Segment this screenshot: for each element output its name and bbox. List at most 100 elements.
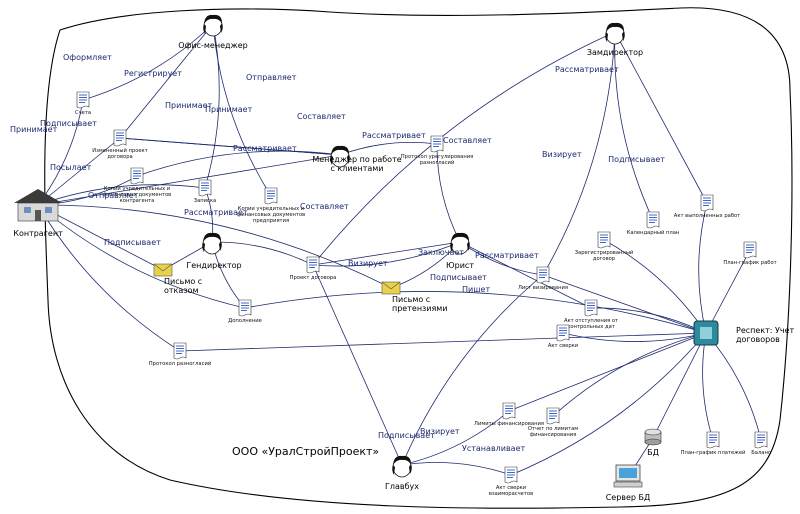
document-balans[interactable]: Баланс: [751, 431, 771, 456]
flow-arrow-respekt-zareg: [603, 239, 707, 334]
actor-office[interactable]: Офис-менеджер: [178, 14, 248, 50]
flow-label: Пишет: [462, 285, 490, 294]
flow-label: Составляет: [300, 202, 349, 211]
flow-label: Визирует: [420, 427, 460, 436]
flow-label: Визирует: [348, 259, 388, 268]
document-protorazn[interactable]: Протокол разногласий: [149, 342, 211, 367]
document-icon: [597, 231, 611, 249]
flow-arrow-manager-izmproj: [119, 136, 341, 156]
organization-boundary: [44, 7, 793, 509]
flow-arrow-kontr-zapiska: [37, 184, 206, 206]
flow-label: Устанавливает: [462, 444, 526, 453]
actor-label: Сервер БД: [606, 493, 651, 502]
flow-arrow-respekt-otchetlim: [552, 332, 707, 417]
actor-label: БД: [647, 448, 659, 457]
flow-arrow-office-izmproj: [119, 23, 214, 139]
flow-label: Принимает: [10, 125, 58, 134]
flow-arrow-lawyer-proekt: [312, 241, 461, 268]
document-label: Акт сверки: [548, 343, 578, 349]
document-zapiska[interactable]: Записка: [194, 179, 216, 204]
actor-label: Юрист: [446, 261, 474, 270]
document-icon: [173, 342, 187, 360]
flow-label: Подписывает: [40, 119, 97, 128]
document-icon: [502, 402, 516, 420]
document-icon: [113, 129, 127, 147]
document-schet[interactable]: Счета: [75, 91, 91, 116]
flow-label: Рассматривает: [362, 131, 426, 140]
person-icon: [201, 232, 223, 255]
document-kalplan[interactable]: Календарный план: [627, 211, 680, 236]
document-dopsogl[interactable]: Дополнение: [228, 299, 262, 324]
document-icon: [700, 194, 714, 212]
actor-lawyer[interactable]: Юрист: [446, 232, 474, 270]
flow-arrow-zamdir-listsogl: [542, 31, 616, 276]
document-icon: [306, 256, 320, 274]
document-label: Дополнение: [228, 318, 262, 324]
flow-arrow-respekt-listsogl: [542, 274, 707, 334]
flow-label: Заключает: [418, 248, 464, 257]
flow-arrow-respekt-aktvyp: [698, 202, 708, 334]
flow-arrow-respekt-balans: [705, 332, 762, 441]
actor-bd[interactable]: БД: [644, 428, 662, 457]
document-icon: [646, 211, 660, 229]
flow-label: Принимает: [165, 101, 213, 110]
document-icon: [584, 299, 598, 317]
software-icon: [693, 320, 719, 346]
document-label: Лимиты финансирования: [474, 421, 544, 427]
document-aktsv[interactable]: Акт сверки: [548, 324, 578, 349]
flow-label: Визирует: [542, 150, 582, 159]
flow-label: Подписывает: [608, 155, 665, 164]
document-label: Проект договора: [290, 275, 337, 281]
document-icon: [556, 324, 570, 342]
document-planrab[interactable]: План-график работ: [723, 241, 777, 266]
flow-label: Составляет: [443, 136, 492, 145]
document-label: Записка: [194, 198, 216, 204]
document-label: План-график платежей: [681, 449, 746, 456]
flow-arrow-kopii1-manager: [136, 150, 341, 177]
document-proekt[interactable]: Проект договора: [290, 256, 337, 281]
person-icon: [391, 455, 413, 478]
flow-arrow-respekt-bd: [652, 332, 707, 439]
flow-label: Посылает: [50, 163, 92, 172]
actor-gendir[interactable]: Гендиректор: [186, 232, 242, 270]
actor-kontr[interactable]: Контрагент: [13, 189, 63, 238]
document-aktvyp[interactable]: Акт выполненных работ: [674, 194, 740, 219]
flow-label: Принимает: [205, 105, 253, 114]
document-icon: [430, 135, 444, 153]
document-icon: [536, 266, 550, 284]
actor-zamdir[interactable]: Замдиректор: [587, 22, 643, 57]
document-listsogl[interactable]: Лист визирования: [518, 266, 568, 291]
document-icon: [706, 431, 720, 449]
document-icon: [546, 407, 560, 425]
flow-arrow-protoreg-manager: [339, 142, 438, 156]
actor-server[interactable]: Сервер БД: [606, 464, 651, 502]
actor-buh[interactable]: Главбух: [385, 455, 419, 491]
document-limity[interactable]: Лимиты финансирования: [474, 402, 544, 427]
flow-arrow-respekt-dopsogl: [244, 291, 707, 334]
flow-arrow-lawyer-proekt: [312, 241, 461, 267]
flow-label: Оформляет: [63, 53, 112, 62]
document-label: План-график работ: [723, 260, 776, 266]
flow-arrow-respekt-limity: [508, 332, 707, 412]
actor-label: Гендиректор: [186, 261, 241, 270]
document-planplat[interactable]: План-график платежей: [681, 431, 746, 456]
